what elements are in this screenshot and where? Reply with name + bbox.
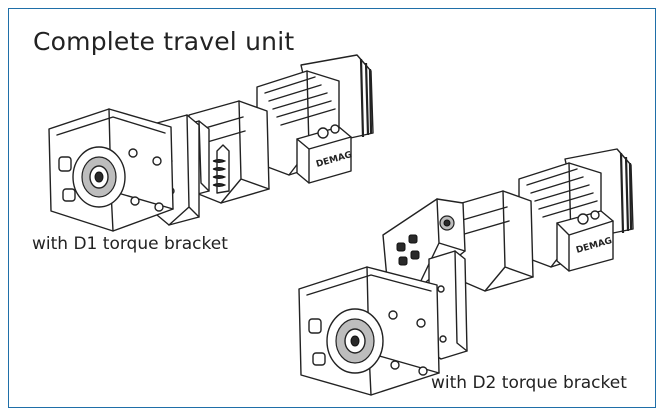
gearbox-d2 xyxy=(454,190,534,292)
wheel-hub-d1 xyxy=(72,146,126,208)
buffer-spring-d1 xyxy=(212,144,230,194)
terminal-box-d2: DEMAG xyxy=(556,210,614,272)
caption-d2: with D2 torque bracket xyxy=(431,373,627,393)
travel-unit-d2-illustration: DEMAG xyxy=(298,148,634,396)
figure-panel: Complete travel unit DEMAG xyxy=(8,8,656,408)
travel-unit-d1-illustration: DEMAG xyxy=(48,54,374,232)
terminal-box-d1: DEMAG xyxy=(296,124,353,184)
caption-d1: with D1 torque bracket xyxy=(32,234,228,254)
figure-title: Complete travel unit xyxy=(33,27,295,56)
wheel-hub-d2 xyxy=(326,308,384,374)
